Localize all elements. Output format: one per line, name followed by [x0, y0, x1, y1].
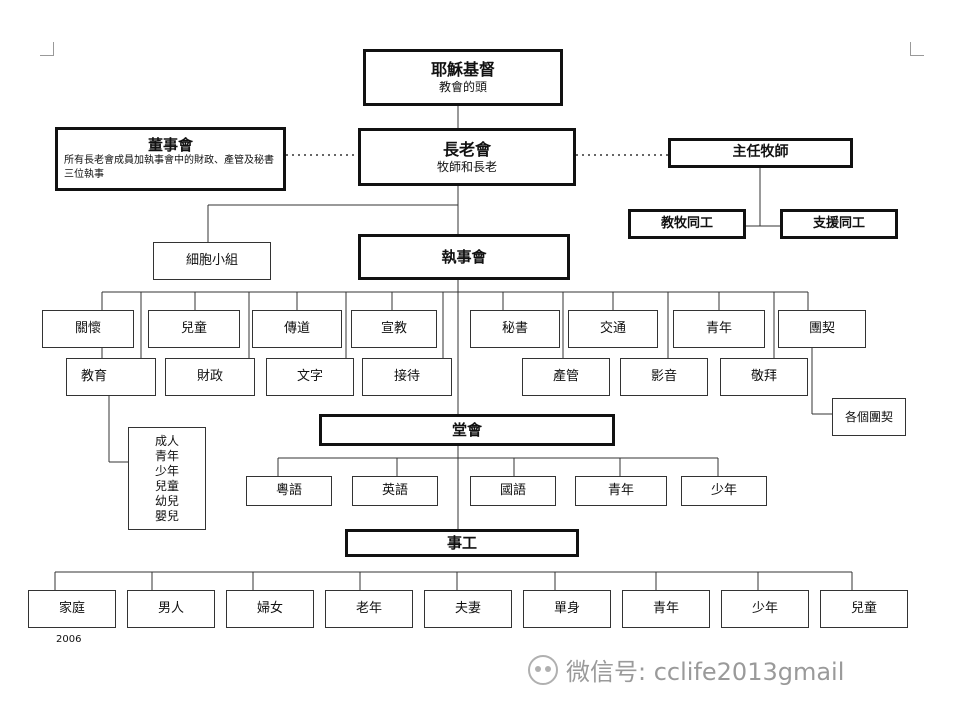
board-box: 董事會 所有長老會成員加執事會中的財政、產管及秘書三位執事	[55, 127, 286, 191]
watermark: 微信号: cclife2013gmail	[528, 652, 844, 687]
education-list-box: 成人 青年 少年 兒童 幼兒 嬰兒	[128, 427, 206, 530]
ministry-item: 青年	[622, 590, 710, 628]
dept-box: 關懷	[42, 310, 134, 348]
education-list-item: 幼兒	[154, 493, 179, 508]
dept-box: 傳道	[252, 310, 342, 348]
education-list-item: 嬰兒	[154, 508, 179, 523]
ministry-item: 男人	[127, 590, 215, 628]
ministry-item: 兒童	[820, 590, 908, 628]
dept-box: 文字	[266, 358, 354, 396]
dept-box: 秘書	[470, 310, 560, 348]
ministry-item: 老年	[325, 590, 413, 628]
elders-box: 長老會 牧師和長老	[358, 128, 576, 186]
dept-box: 團契	[778, 310, 866, 348]
pastoral-staff-box: 教牧同工	[628, 209, 746, 239]
congregation-item: 少年	[681, 476, 767, 506]
elders-subtitle: 牧師和長老	[436, 159, 497, 174]
dept-box: 宣教	[351, 310, 437, 348]
congregation-item: 粵語	[246, 476, 332, 506]
dept-box: 教育	[66, 358, 156, 396]
education-list-item: 兒童	[154, 478, 179, 493]
head-subtitle: 教會的頭	[438, 80, 487, 94]
cell-group-box: 細胞小組	[153, 242, 271, 280]
dept-box: 兒童	[148, 310, 240, 348]
ministry-box: 事工	[345, 529, 579, 557]
dept-box: 財政	[165, 358, 255, 396]
ministry-item: 婦女	[226, 590, 314, 628]
head-title: 耶穌基督	[430, 60, 495, 79]
dept-box: 影音	[620, 358, 708, 396]
wechat-icon	[528, 654, 558, 685]
congregation-item: 國語	[470, 476, 556, 506]
board-desc: 所有長老會成員加執事會中的財政、產管及秘書三位執事	[64, 155, 274, 181]
dept-box: 青年	[673, 310, 765, 348]
dept-box: 接待	[362, 358, 452, 396]
watermark-text: 微信号: cclife2013gmail	[566, 658, 845, 686]
year-label: 2006	[56, 634, 82, 645]
dept-box: 敬拜	[720, 358, 808, 396]
dept-box: 產管	[522, 358, 610, 396]
ministry-item: 夫妻	[424, 590, 512, 628]
congregation-box: 堂會	[319, 414, 615, 446]
ministry-item: 單身	[523, 590, 611, 628]
support-staff-box: 支援同工	[780, 209, 898, 239]
fellowship-sub-box: 各個團契	[832, 398, 906, 436]
senior-pastor-box: 主任牧師	[668, 138, 853, 168]
education-list-item: 青年	[154, 448, 179, 463]
board-title: 董事會	[147, 135, 193, 154]
crop-mark	[910, 42, 924, 56]
dept-box: 交通	[568, 310, 658, 348]
deacons-box: 執事會	[358, 234, 570, 280]
congregation-item: 英語	[352, 476, 438, 506]
education-list-item: 成人	[154, 433, 179, 448]
education-list-item: 少年	[154, 463, 179, 478]
congregation-item: 青年	[575, 476, 667, 506]
ministry-item: 家庭	[28, 590, 116, 628]
crop-mark	[40, 42, 54, 56]
head-box: 耶穌基督 教會的頭	[363, 49, 563, 106]
ministry-item: 少年	[721, 590, 809, 628]
elders-title: 長老會	[442, 139, 491, 159]
